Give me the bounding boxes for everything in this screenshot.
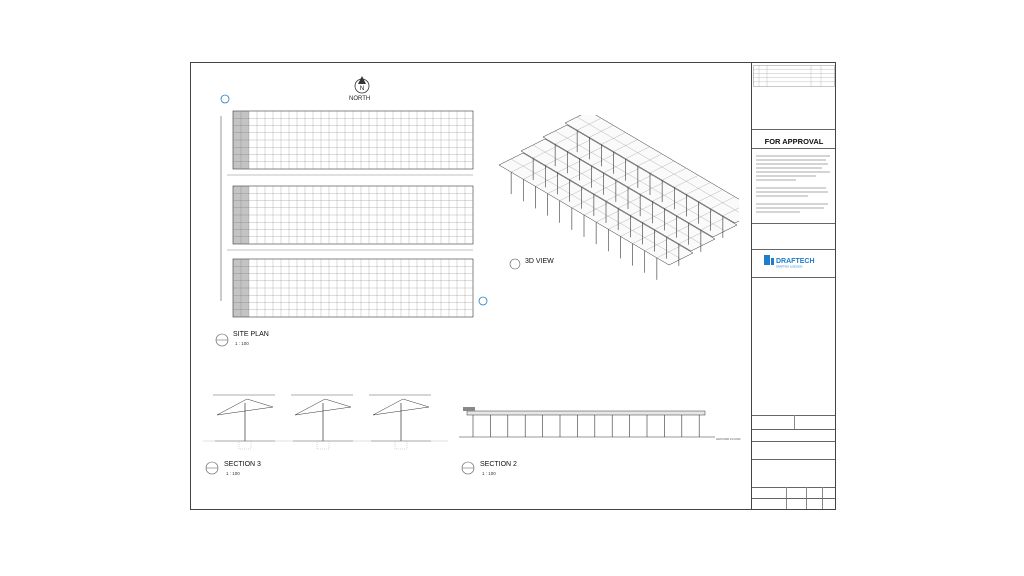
company-logo: DRAFTECH DRAFTING & DESIGN	[762, 253, 832, 271]
section-3-title: SECTION 3	[224, 461, 261, 468]
section-2-drawing	[459, 407, 715, 438]
notes-block	[755, 153, 833, 219]
site-plan-scale: 1 : 100	[235, 341, 249, 346]
section-3-drawing	[203, 394, 448, 450]
3d-view-title: 3D VIEW	[525, 258, 554, 265]
grid-marker-icon	[220, 94, 230, 104]
site-plan-drawing	[220, 94, 488, 318]
view-marker-icon	[461, 461, 475, 475]
north-arrow-icon: N	[351, 75, 373, 95]
north-label: NORTH	[349, 96, 371, 102]
section-3-scale: 1 : 100	[226, 471, 240, 476]
company-name: DRAFTECH	[776, 258, 815, 265]
view-marker-icon	[509, 257, 521, 270]
canopy-roof	[564, 115, 739, 224]
section-2-title: SECTION 2	[480, 461, 517, 468]
site-plan-title: SITE PLAN	[233, 331, 269, 338]
approval-status: FOR APPROVAL	[764, 137, 824, 146]
section-2-scale: 1 : 100	[482, 471, 496, 476]
ground-level-label: GROUND FLOOR	[716, 437, 741, 441]
3d-view-drawing	[498, 115, 739, 280]
drawing-sheet: N NORTH SITE PLAN 1 : 100 3D VIEW SECTIO…	[190, 62, 836, 510]
revision-table	[753, 65, 835, 87]
canopy-elevation	[466, 410, 706, 416]
company-tagline: DRAFTING & DESIGN	[776, 265, 802, 269]
view-marker-icon	[205, 461, 219, 475]
title-block: FOR APPROVAL DRAFTECH DRAFTING & DESIGN	[751, 63, 835, 509]
grid-marker-icon	[478, 296, 488, 306]
north-letter: N	[360, 86, 364, 92]
view-marker-icon	[215, 333, 229, 347]
